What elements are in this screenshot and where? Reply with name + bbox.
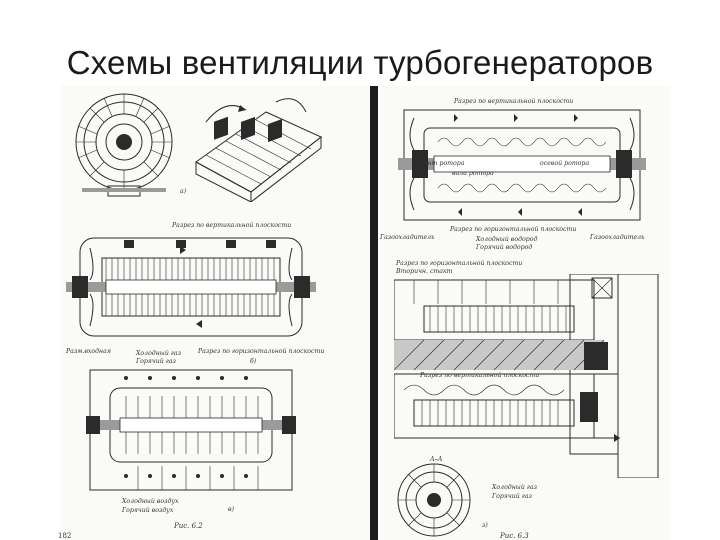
- fig-top-legend-right: Газоохладитель: [590, 234, 645, 241]
- fig-c-label: в): [228, 506, 235, 513]
- fig-b-plane-label: Разрез по горизонтальной плоскости: [198, 348, 325, 355]
- fig-c-legend-cold: Холодный воздух: [122, 498, 179, 505]
- fig-top-stator-left: винт ротора: [420, 160, 465, 167]
- fig-bot-hot: Горячий газ: [492, 493, 532, 500]
- right-book-page: Разрез по вертикальной плоскости винт ро…: [380, 86, 670, 540]
- fig-top-stator-right: осевой ротора: [540, 160, 590, 167]
- fig-mid-sub: Вторичн. стакт: [396, 268, 453, 275]
- slide-title: Схемы вентиляции турбогенераторов: [66, 44, 654, 81]
- fig-bot-cold: Холодный газ: [492, 484, 537, 491]
- page-number: 182: [58, 532, 72, 540]
- ventilation-duct-isometric-figure: а): [180, 92, 326, 202]
- fig-b-caption: Разрез по вертикальной плоскости: [172, 222, 292, 229]
- fig-caption-6-3: Рис. 6.3: [500, 532, 529, 540]
- fig-top-shaft: вала ротора: [452, 170, 494, 177]
- fig-a-label: а): [180, 188, 187, 195]
- fig-b-legend-hot: Горячий газ: [136, 358, 176, 365]
- half-section-generator-figure: [394, 274, 660, 478]
- section-label: А–А: [430, 456, 443, 463]
- fig-c-legend-hot: Горячий воздух: [122, 507, 174, 514]
- longitudinal-section-figure-c: [86, 366, 296, 494]
- fig-top-hot: Горячий водород: [476, 244, 533, 251]
- section-a-a-figure: [394, 462, 474, 538]
- longitudinal-section-figure-b: [66, 232, 316, 342]
- hydrogen-cooled-generator-section: [398, 106, 646, 224]
- fig-bot-label: з): [482, 522, 488, 529]
- fig-b-legend-left: Разм.входная: [66, 348, 111, 355]
- book-spine: [370, 86, 378, 540]
- fig-top-legend-left: Газоохладитель: [380, 234, 435, 241]
- generator-cross-section-figure: [64, 90, 184, 198]
- fig-top-cold: Холодный водород: [476, 236, 538, 243]
- fig-b-legend-cold: Холодный газ: [136, 350, 181, 357]
- fig-top-caption: Разрез по вертикальной плоскости: [454, 98, 574, 105]
- left-book-page: а) Разрез по вертикальной плоскости: [58, 86, 372, 540]
- fig-b-label: б): [250, 358, 257, 365]
- fig-top-plane: Разрез по горизонтальной плоскости: [450, 226, 577, 233]
- fig-caption-6-2: Рис. 6.2: [174, 522, 203, 530]
- fig-mid-vert: Разрез по вертикальной плоскости: [420, 372, 540, 379]
- fig-mid-caption: Разрез по горизонтальной плоскости: [396, 260, 523, 267]
